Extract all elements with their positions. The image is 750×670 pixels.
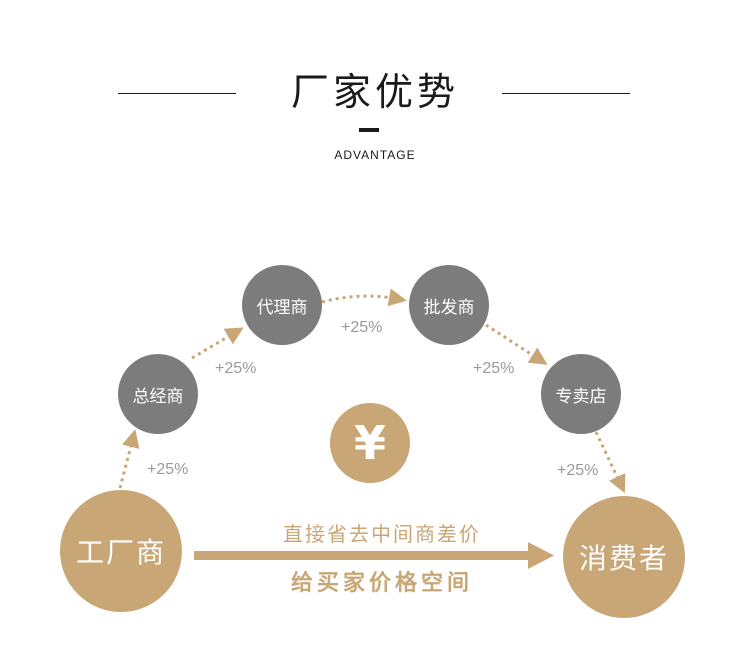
node-factory: 工厂商 (60, 490, 182, 612)
direct-route-text: 直接省去中间商差价 (283, 522, 481, 546)
header-line-left (118, 93, 236, 94)
arrow-factory-to-general (118, 429, 140, 489)
arrow-general-to-agent (191, 327, 244, 360)
node-agent: 代理商 (242, 265, 322, 345)
arrow-store-to-consumer (594, 431, 626, 494)
title-underline (359, 128, 379, 132)
markup-label-1: +25% (147, 461, 189, 478)
node-consumer: 消费者 (563, 496, 685, 618)
markup-label-3: +25% (341, 319, 383, 336)
price-space-text: 给买家价格空间 (290, 571, 473, 596)
arrow-wholesale-to-store (485, 323, 548, 365)
header-line-right (502, 93, 630, 94)
page-subtitle: ADVANTAGE (334, 148, 416, 162)
direct-bar-arrowhead (528, 542, 554, 569)
node-store: 专卖店 (541, 354, 621, 434)
yuan-icon: ¥ (330, 403, 410, 483)
arrow-agent-to-wholesale (321, 288, 407, 307)
markup-label-4: +25% (473, 360, 515, 377)
markup-label-2: +25% (215, 360, 257, 377)
node-wholesale: 批发商 (409, 265, 489, 345)
direct-bar (194, 551, 530, 560)
page-title: 厂家优势 (290, 70, 459, 114)
node-general: 总经商 (118, 354, 198, 434)
markup-label-5: +25% (557, 462, 599, 479)
